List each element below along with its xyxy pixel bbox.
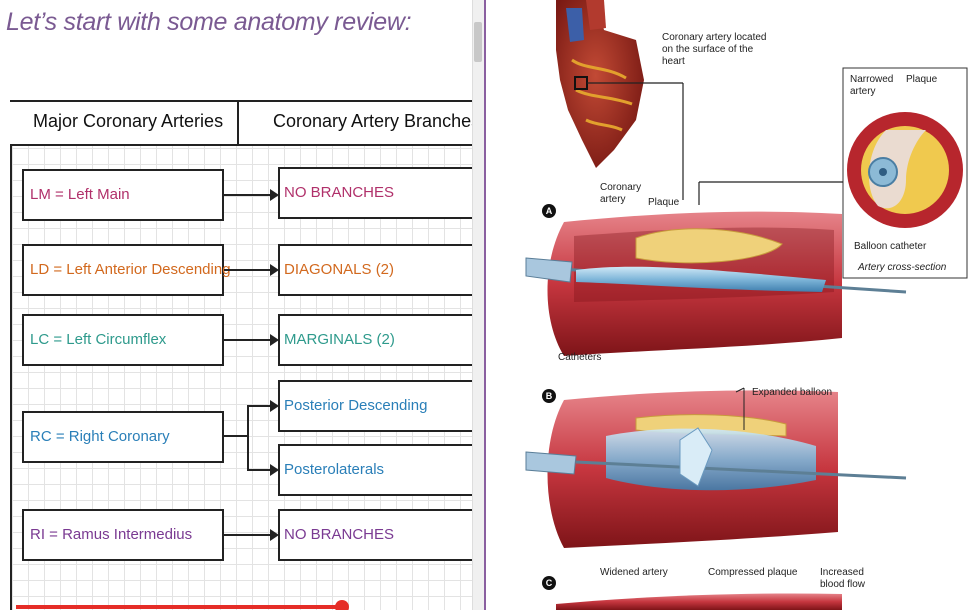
- artery-box-rca: RC = Right Coronary: [22, 411, 224, 463]
- branch-label: Posterolaterals: [284, 461, 385, 478]
- step-b-badge: B: [542, 389, 556, 403]
- panel-divider: [484, 0, 486, 610]
- branch-box-lad: DIAGONALS (2): [278, 244, 472, 296]
- header-divider: [237, 100, 239, 146]
- connector-line: [224, 534, 270, 536]
- video-progress-fill: [16, 605, 344, 609]
- label-plaque-inset: Plaque: [906, 74, 938, 85]
- label-coronary-surface: Coronary artery located on the surface o…: [662, 32, 767, 67]
- artery-step-a: [525, 211, 907, 356]
- scrollbar[interactable]: [472, 0, 484, 610]
- header-artery-branches: Coronary Artery Branches: [273, 111, 481, 131]
- connector-line: [224, 339, 270, 341]
- branch-box-ri: NO BRANCHES: [278, 509, 472, 561]
- branch-box-lm: NO BRANCHES: [278, 167, 472, 219]
- label-catheters: Catheters: [558, 352, 602, 363]
- callout-line: [735, 387, 745, 393]
- arrow-right-icon: [270, 529, 279, 541]
- label-plaque-a: Plaque: [648, 197, 680, 208]
- artery-box-lcx: LC = Left Circumflex: [22, 314, 224, 366]
- arrow-right-icon: [270, 264, 279, 276]
- artery-label: RC = Right Coronary: [30, 428, 170, 445]
- branch-box-pl: Posterolaterals: [278, 444, 472, 496]
- branch-box-pda: Posterior Descending: [278, 380, 472, 432]
- label-coronary-artery: Coronary artery: [600, 182, 642, 205]
- label-narrowed-artery: Narrowed artery: [850, 74, 894, 97]
- header-major-arteries: Major Coronary Arteries: [33, 111, 224, 131]
- branch-label: NO BRANCHES: [284, 526, 395, 543]
- cross-section-inset: [842, 67, 968, 279]
- label-cross-section: Artery cross-section: [858, 262, 947, 273]
- scrollbar-thumb[interactable]: [474, 22, 482, 62]
- label-balloon-catheter: Balloon catheter: [854, 241, 927, 252]
- connector-line: [247, 469, 271, 471]
- arrow-right-icon: [270, 334, 279, 346]
- label-expanded-balloon: Expanded balloon: [752, 387, 833, 398]
- label-widened-artery: Widened artery: [600, 567, 668, 578]
- artery-box-lad: LD = Left Anterior Descending: [22, 244, 231, 296]
- arrow-right-icon: [270, 189, 279, 201]
- video-progress-knob[interactable]: [335, 600, 349, 610]
- artery-label: LD = Left Anterior Descending: [30, 261, 231, 278]
- label-compressed-plaque: Compressed plaque: [708, 567, 798, 578]
- branch-label: MARGINALS (2): [284, 331, 395, 348]
- connector-line: [247, 405, 271, 407]
- branch-label: NO BRANCHES: [284, 184, 395, 201]
- connector-line: [224, 194, 270, 196]
- artery-step-b: [525, 390, 907, 548]
- arrow-right-icon: [270, 400, 279, 412]
- table-header-row: [10, 100, 472, 146]
- branch-box-lcx: MARGINALS (2): [278, 314, 472, 366]
- angioplasty-illustration: [525, 0, 968, 610]
- branch-label: Posterior Descending: [284, 397, 428, 414]
- step-c-badge: C: [542, 576, 556, 590]
- label-increased-blood-flow: Increased blood flow: [820, 567, 866, 590]
- connector-line: [224, 435, 248, 437]
- artery-label: LM = Left Main: [30, 186, 130, 203]
- arrow-right-icon: [270, 464, 279, 476]
- connector-line: [224, 269, 270, 271]
- step-a-badge: A: [542, 204, 556, 218]
- artery-box-lm: LM = Left Main: [22, 169, 224, 221]
- artery-box-ri: RI = Ramus Intermedius: [22, 509, 224, 561]
- heart-illustration: [556, 0, 644, 168]
- anatomy-table-panel: Let’s start with some anatomy review: Ma…: [0, 0, 484, 610]
- artery-label: LC = Left Circumflex: [30, 331, 167, 348]
- connector-line: [247, 405, 249, 470]
- angioplasty-diagram-panel: Coronary artery located on the surface o…: [486, 0, 970, 610]
- page-title: Let’s start with some anatomy review:: [6, 8, 412, 36]
- artery-step-c: [556, 593, 842, 610]
- artery-label: RI = Ramus Intermedius: [30, 526, 193, 543]
- branch-label: DIAGONALS (2): [284, 261, 395, 278]
